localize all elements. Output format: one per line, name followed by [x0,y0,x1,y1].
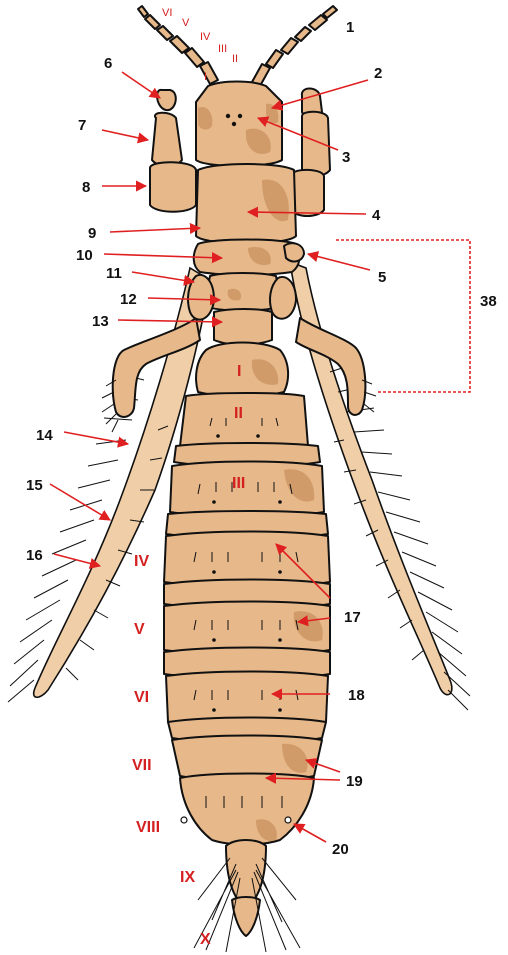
callout-label-18: 18 [348,687,365,704]
antenna-segment-VI: VI [162,7,172,19]
antenna-segment-IV: IV [200,31,211,43]
abdomen-segment-IX: IX [180,869,195,886]
bracket-label: 38 [480,293,497,310]
prothorax [196,164,296,244]
abdomen-segment-V: V [134,621,145,638]
callout-label-14: 14 [36,427,53,444]
callout-label-12: 12 [120,291,137,308]
callout-label-20: 20 [332,841,349,858]
abdomen-segment-X: X [200,931,211,948]
callout-label-17: 17 [344,609,361,626]
antenna-segment-I: I [204,71,207,83]
abdomen-segment-I: I [237,363,241,380]
callout-label-10: 10 [76,247,93,264]
metathorax [214,309,272,345]
callout-label-15: 15 [26,477,43,494]
abdomen [164,343,330,937]
left-foreleg [150,90,196,212]
antenna-segment-II: II [232,53,238,65]
abdomen-segment-VIII: VIII [136,819,160,836]
right-antenna [252,6,337,86]
callout-label-13: 13 [92,313,109,330]
callout-label-3: 3 [342,149,350,166]
abdomen-segment-VI: VI [134,689,149,706]
callout-label-8: 8 [82,179,90,196]
callout-label-7: 7 [78,117,86,134]
callout-label-2: 2 [374,65,382,82]
callout-label-5: 5 [378,269,386,286]
callout-label-19: 19 [346,773,363,790]
abdomen-segment-VII: VII [132,757,152,774]
antenna-segment-III: III [218,43,227,55]
abdomen-segment-II: II [234,405,243,422]
right-foreleg [292,89,330,217]
abdomen-segment-III: III [232,475,245,492]
head [196,82,282,167]
abdomen-segment-IV: IV [134,553,149,570]
callout-label-1: 1 [346,19,354,36]
callout-label-16: 16 [26,547,43,564]
callout-label-11: 11 [106,265,122,282]
callout-label-6: 6 [104,55,112,72]
callout-label-4: 4 [372,207,381,224]
antenna-segment-V: V [182,17,190,29]
callout-label-9: 9 [88,225,96,242]
